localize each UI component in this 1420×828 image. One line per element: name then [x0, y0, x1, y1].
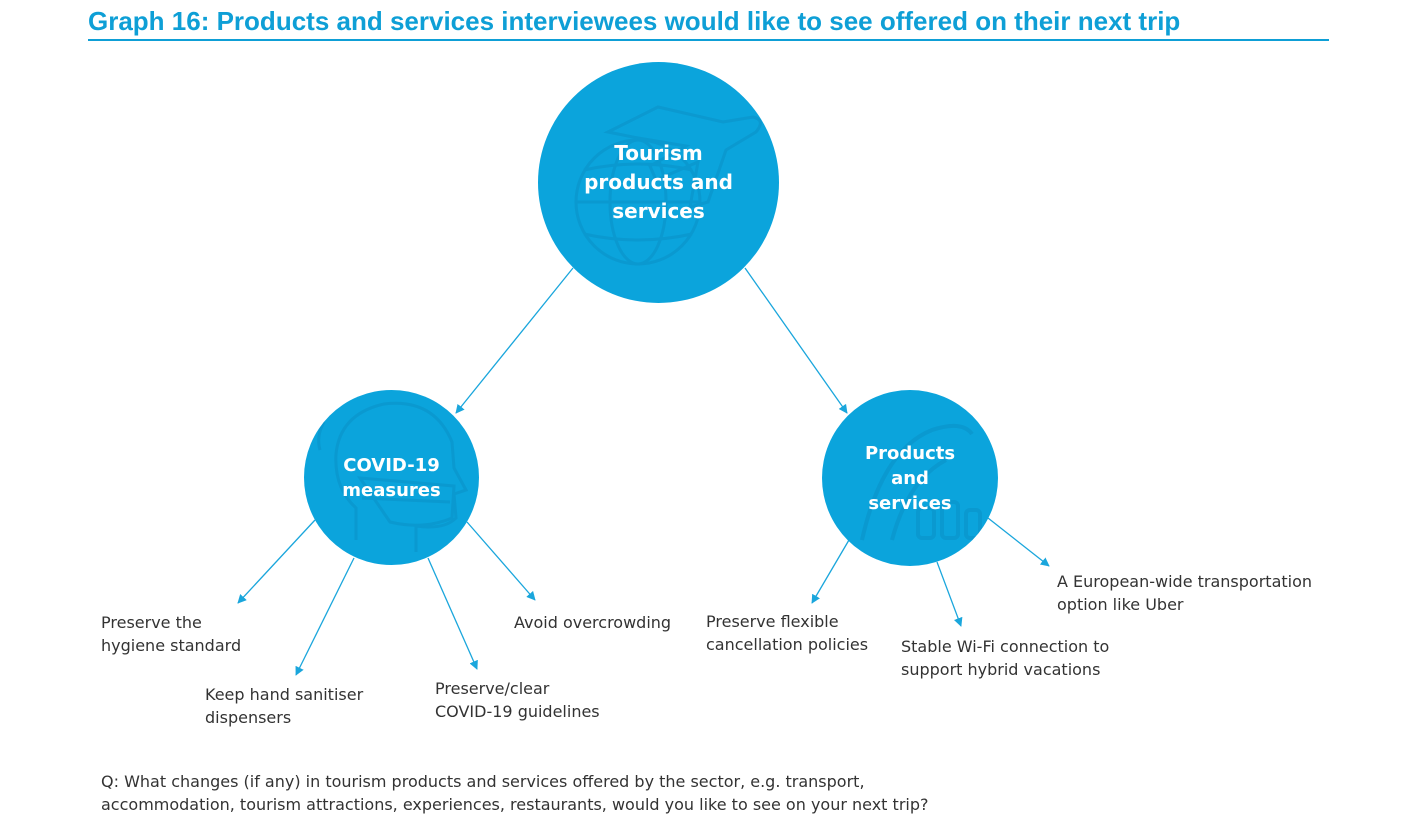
- survey-question: Q: What changes (if any) in tourism prod…: [101, 772, 929, 814]
- connector-products-to-cancellation: [811, 539, 850, 604]
- connector-covid-to-hygiene: [237, 519, 316, 604]
- title-underline: [88, 39, 1329, 41]
- root-node-label: Tourism products and services: [584, 141, 733, 223]
- page-title: Graph 16: Products and services intervie…: [88, 6, 1181, 36]
- connector-root-to-covid: [455, 267, 574, 414]
- covid-node-label: COVID-19 measures: [342, 454, 441, 501]
- leaf-hygiene-standard: Preserve the hygiene standard: [101, 613, 242, 655]
- service-icon: [860, 423, 982, 541]
- products-node: Products and services: [822, 390, 998, 566]
- leaf-avoid-overcrowding: Avoid overcrowding: [514, 613, 672, 632]
- connector-root-to-products: [744, 267, 848, 414]
- leaf-covid-guidelines: Preserve/clear COVID-19 guidelines: [435, 679, 600, 721]
- products-node-label: Products and services: [864, 442, 956, 514]
- face-mask-icon: [317, 401, 469, 552]
- leaf-flexible-cancellation: Preserve flexible cancellation policies: [706, 612, 869, 654]
- leaf-stable-wifi: Stable Wi-Fi connection to support hybri…: [901, 637, 1110, 679]
- root-node: Tourism products and services: [538, 62, 779, 303]
- globe-airplane-icon: [574, 105, 762, 266]
- covid-node: COVID-19 measures: [304, 390, 479, 565]
- connector-covid-to-sanitiser: [295, 557, 355, 676]
- connector-products-to-transport: [987, 517, 1050, 567]
- connector-covid-to-guidelines: [427, 557, 478, 670]
- connector-covid-to-overcrowding: [466, 521, 536, 601]
- leaf-european-transportation: A European-wide transportation option li…: [1057, 572, 1313, 614]
- leaf-hand-sanitiser: Keep hand sanitiser dispensers: [205, 685, 364, 727]
- connector-products-to-wifi: [936, 561, 963, 627]
